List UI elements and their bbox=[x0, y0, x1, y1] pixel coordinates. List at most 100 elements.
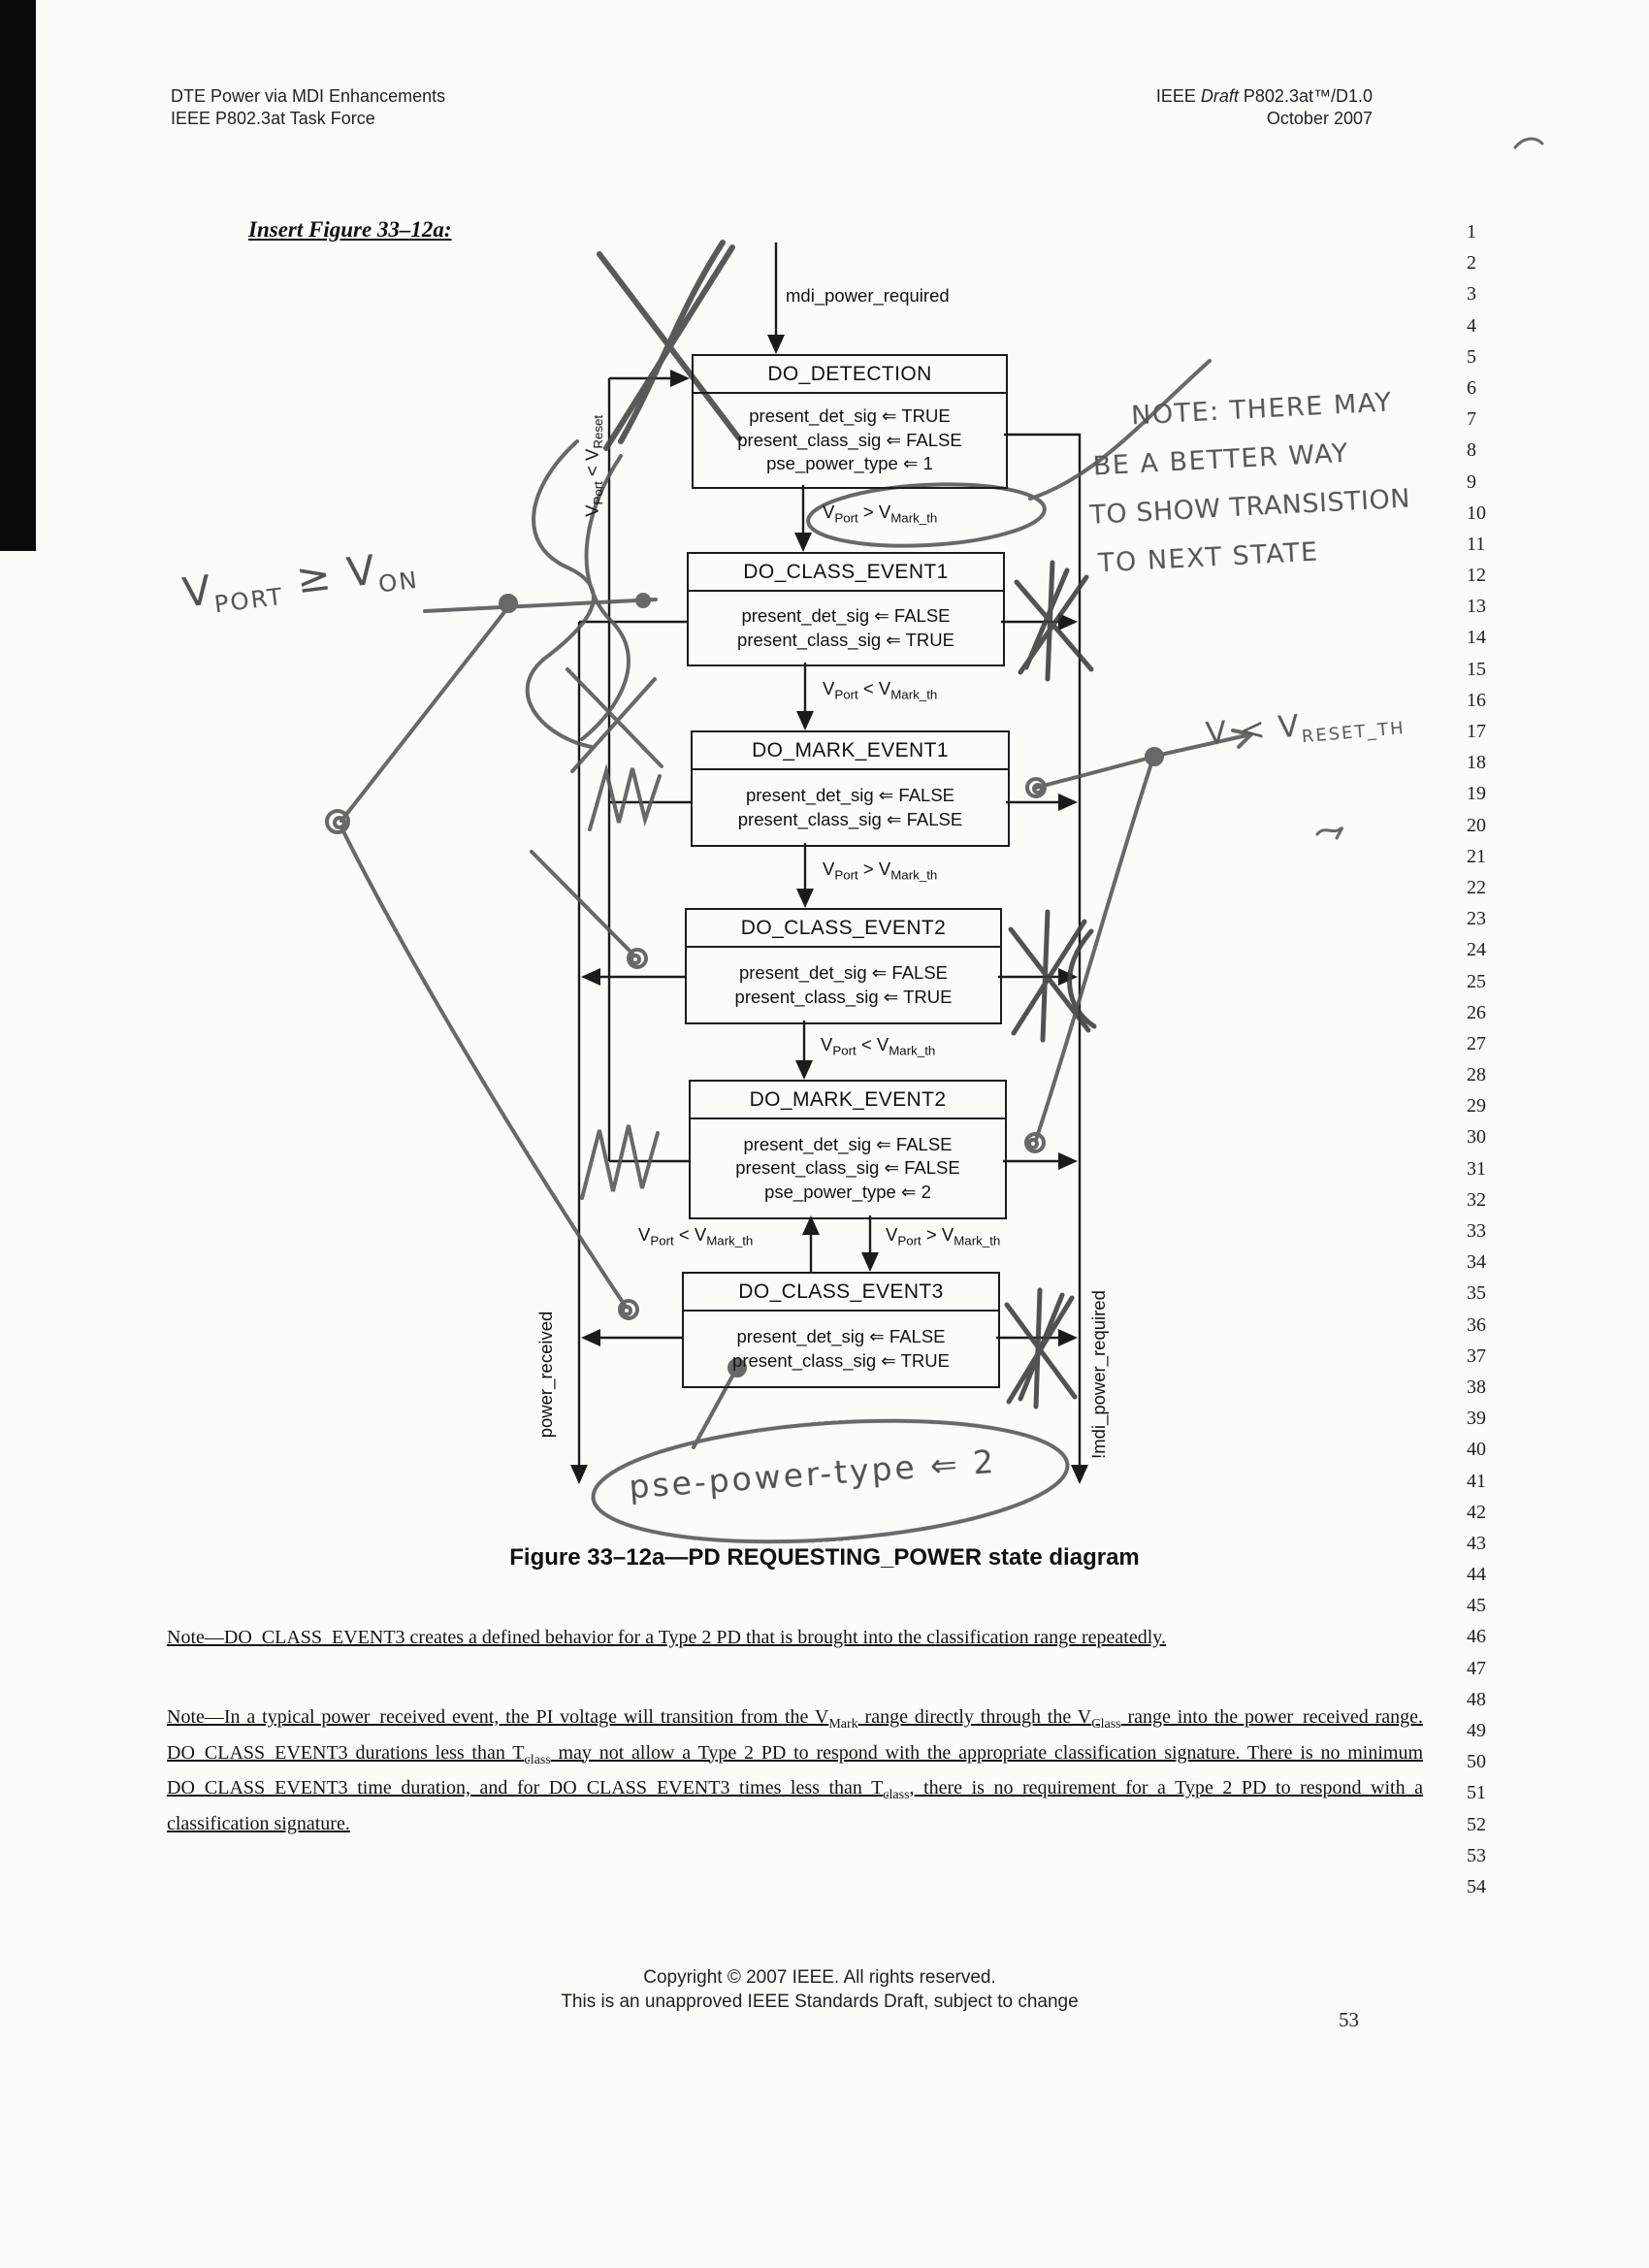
line-number: 31 bbox=[1467, 1157, 1486, 1180]
state-title: DO_MARK_EVENT1 bbox=[693, 732, 1008, 770]
line-number: 11 bbox=[1467, 533, 1486, 555]
entry-transition-label: mdi_power_required bbox=[786, 285, 950, 306]
transition-label-4: VPort < VMark_th bbox=[821, 1034, 936, 1058]
state-actions: present_det_sig ⇐ FALSE present_class_si… bbox=[687, 948, 1000, 1022]
line-number: 18 bbox=[1467, 752, 1486, 774]
state-action: present_det_sig ⇐ FALSE bbox=[745, 785, 955, 805]
line-number: 42 bbox=[1467, 1501, 1486, 1523]
line-number: 23 bbox=[1467, 908, 1486, 930]
state-action: pse_power_type ⇐ 2 bbox=[764, 1181, 931, 1202]
header-left-line2: IEEE P802.3at Task Force bbox=[171, 109, 375, 128]
line-number: 25 bbox=[1467, 970, 1486, 992]
line-number: 54 bbox=[1467, 1875, 1486, 1897]
line-number: 5 bbox=[1467, 345, 1476, 368]
note-paragraph-2: Note—In a typical power_received event, … bbox=[167, 1706, 1423, 1834]
line-number: 15 bbox=[1467, 658, 1486, 680]
note-paragraph-1: Note—DO_CLASS_EVENT3 creates a defined b… bbox=[167, 1627, 1166, 1648]
state-box-do-class-event3: DO_CLASS_EVENT3 present_det_sig ⇐ FALSE … bbox=[682, 1272, 1000, 1388]
line-number: 28 bbox=[1467, 1064, 1486, 1086]
state-title: DO_CLASS_EVENT2 bbox=[687, 910, 1000, 948]
transition-label-5-left: VPort < VMark_th bbox=[638, 1224, 754, 1248]
state-action: present_det_sig ⇐ FALSE bbox=[741, 605, 951, 626]
state-box-do-detection: DO_DETECTION present_det_sig ⇐ TRUE pres… bbox=[692, 354, 1008, 489]
transition-label-3: VPort > VMark_th bbox=[823, 859, 938, 883]
handwritten-note: NOTE: THERE MAY BE A BETTER WAY TO SHOW … bbox=[1089, 378, 1414, 589]
line-number: 17 bbox=[1467, 721, 1486, 742]
state-box-do-class-event1: DO_CLASS_EVENT1 present_det_sig ⇐ FALSE … bbox=[687, 552, 1005, 666]
line-number: 36 bbox=[1467, 1313, 1486, 1336]
handwritten-pse-power-type: pse-power-type ⇐ 2 bbox=[628, 1442, 998, 1507]
page-number: 53 bbox=[1339, 2008, 1359, 2031]
state-title: DO_CLASS_EVENT3 bbox=[684, 1274, 998, 1312]
handwritten-v-reset-th: V < VRESET_TH bbox=[1204, 708, 1406, 752]
footer-copyright: Copyright © 2007 IEEE. All rights reserv… bbox=[643, 1967, 996, 1988]
line-number: 21 bbox=[1467, 845, 1486, 867]
line-number: 14 bbox=[1467, 627, 1486, 649]
line-number: 40 bbox=[1467, 1439, 1486, 1461]
line-number: 8 bbox=[1467, 439, 1476, 462]
state-action: present_class_sig ⇐ FALSE bbox=[737, 429, 962, 450]
line-number: 34 bbox=[1467, 1251, 1486, 1274]
state-action: present_det_sig ⇐ TRUE bbox=[749, 405, 951, 427]
state-title: DO_CLASS_EVENT1 bbox=[689, 554, 1003, 592]
state-title: DO_MARK_EVENT2 bbox=[691, 1082, 1005, 1119]
line-number: 47 bbox=[1467, 1657, 1486, 1679]
header-left: DTE Power via MDI Enhancements IEEE P802… bbox=[171, 85, 445, 130]
header-right-line1: IEEE Draft P802.3at™/D1.0 bbox=[1155, 86, 1373, 106]
transition-label-5-right: VPort > VMark_th bbox=[886, 1224, 1001, 1248]
line-number: 51 bbox=[1467, 1782, 1486, 1804]
transition-label-1: VPort > VMark_th bbox=[823, 502, 938, 526]
line-number: 6 bbox=[1467, 376, 1476, 399]
footer-draft-notice: This is an unapproved IEEE Standards Dra… bbox=[561, 1992, 1079, 2012]
line-number: 16 bbox=[1467, 689, 1486, 711]
side-label-not-mdi-power-required: !mdi_power_required bbox=[1088, 1290, 1109, 1459]
state-box-do-mark-event2: DO_MARK_EVENT2 present_det_sig ⇐ FALSE p… bbox=[689, 1080, 1007, 1219]
line-number: 24 bbox=[1467, 939, 1486, 961]
state-action: present_class_sig ⇐ FALSE bbox=[735, 1157, 960, 1179]
line-number: 10 bbox=[1467, 502, 1486, 524]
state-actions: present_det_sig ⇐ TRUE present_class_sig… bbox=[694, 394, 1006, 487]
state-action: present_det_sig ⇐ FALSE bbox=[743, 1133, 953, 1154]
state-box-do-mark-event1: DO_MARK_EVENT1 present_det_sig ⇐ FALSE p… bbox=[691, 730, 1010, 847]
state-actions: present_det_sig ⇐ FALSE present_class_si… bbox=[689, 592, 1003, 664]
line-number: 41 bbox=[1467, 1470, 1486, 1492]
state-action: present_det_sig ⇐ FALSE bbox=[736, 1326, 946, 1346]
line-number: 32 bbox=[1467, 1188, 1486, 1211]
line-number: 29 bbox=[1467, 1095, 1486, 1118]
line-number: 49 bbox=[1467, 1720, 1486, 1741]
state-action: present_class_sig ⇐ TRUE bbox=[734, 986, 953, 1007]
line-number: 26 bbox=[1467, 1001, 1486, 1023]
line-number: 2 bbox=[1467, 252, 1476, 275]
line-number: 38 bbox=[1467, 1376, 1486, 1398]
line-number: 46 bbox=[1467, 1626, 1486, 1648]
line-number: 19 bbox=[1467, 783, 1486, 805]
line-number: 43 bbox=[1467, 1532, 1486, 1554]
state-title: DO_DETECTION bbox=[694, 356, 1006, 394]
line-number: 22 bbox=[1467, 876, 1486, 898]
line-number: 13 bbox=[1467, 596, 1486, 618]
line-number: 1 bbox=[1467, 221, 1476, 243]
state-action: present_class_sig ⇐ TRUE bbox=[737, 629, 954, 650]
side-label-vport-reset: VPort < VReset bbox=[581, 414, 606, 517]
state-actions: present_det_sig ⇐ FALSE present_class_si… bbox=[693, 770, 1008, 845]
line-number: 4 bbox=[1467, 314, 1476, 337]
line-number: 30 bbox=[1467, 1126, 1486, 1149]
insert-instruction: Insert Figure 33–12a: bbox=[248, 217, 452, 242]
footer: Copyright © 2007 IEEE. All rights reserv… bbox=[335, 1965, 1305, 2014]
line-number: 39 bbox=[1467, 1408, 1486, 1430]
line-number: 20 bbox=[1467, 814, 1486, 836]
state-actions: present_det_sig ⇐ FALSE present_class_si… bbox=[684, 1312, 998, 1386]
side-label-power-received: power_received bbox=[535, 1311, 556, 1439]
scan-artifact-bar bbox=[0, 0, 36, 551]
line-number: 53 bbox=[1467, 1844, 1486, 1866]
state-action: pse_power_type ⇐ 1 bbox=[766, 453, 933, 474]
state-actions: present_det_sig ⇐ FALSE present_class_si… bbox=[691, 1119, 1005, 1217]
line-number: 37 bbox=[1467, 1345, 1486, 1367]
header-right-line2: October 2007 bbox=[1266, 109, 1373, 128]
line-number: 27 bbox=[1467, 1032, 1486, 1054]
line-number: 50 bbox=[1467, 1751, 1486, 1773]
line-number: 35 bbox=[1467, 1282, 1486, 1305]
line-number: 33 bbox=[1467, 1220, 1486, 1242]
